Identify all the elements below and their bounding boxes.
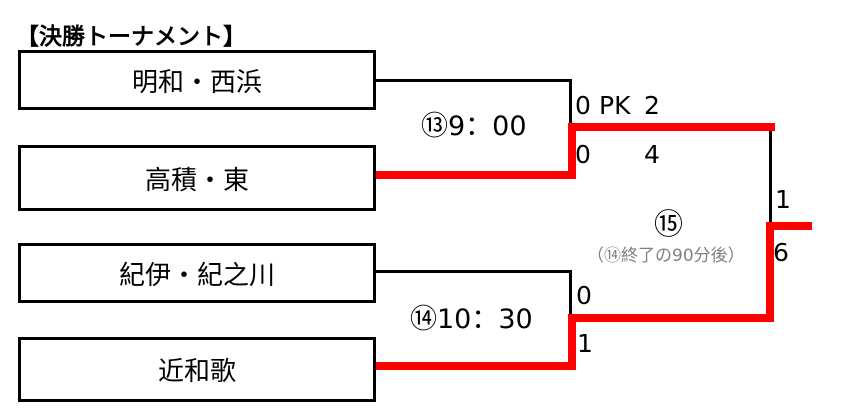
final-top-goals: 1 [775, 185, 791, 214]
team-name: 近和歌 [157, 357, 236, 387]
match13-bottom-pk-score: 4 [644, 140, 660, 169]
match13-top-goals: 0 [575, 91, 591, 120]
final-winner-line-vertical [766, 222, 774, 322]
team-box-meiwa-nishihama: 明和・西浜 [18, 50, 376, 110]
match14-advance-line [568, 314, 772, 322]
match14-top-team-line [376, 270, 572, 273]
final-bottom-goals: 6 [773, 238, 789, 267]
match13-advance-line [568, 123, 775, 131]
team-name: 明和・西浜 [131, 67, 262, 98]
match13-winner-line-vertical [568, 123, 576, 179]
match13-pk-label: PK [599, 91, 631, 120]
final-top-side-line [769, 131, 772, 222]
match13-top-team-line-vertical [569, 79, 572, 127]
team-box-kinwaka: 近和歌 [18, 337, 376, 402]
match13-winner-line [376, 171, 575, 179]
match14-label: ⑭10：30 [410, 304, 533, 335]
team-name: 高積・東 [144, 165, 249, 196]
match13-top-pk-score: 2 [644, 91, 660, 120]
match13-bottom-goals: 0 [575, 140, 591, 169]
bracket-title: 【決勝トーナメント】 [16, 24, 246, 50]
team-box-kii-kinokawa: 紀伊・紀之川 [18, 243, 376, 303]
match13-top-team-line [376, 79, 572, 82]
match14-bottom-goals: 1 [577, 329, 593, 358]
champion-line [766, 222, 812, 230]
match13-label: ⑬9：00 [421, 111, 527, 142]
team-box-takatsumi-higashi: 高積・東 [18, 145, 376, 211]
match14-top-goals: 0 [576, 281, 592, 310]
team-name: 紀伊・紀之川 [118, 260, 275, 291]
match14-top-team-line-vertical [569, 270, 572, 318]
match14-winner-line [376, 362, 575, 370]
match14-winner-line-vertical [568, 314, 576, 370]
match15-schedule-note: （⑭終了の90分後） [587, 246, 745, 266]
match15-label: ⑮ [654, 207, 684, 241]
